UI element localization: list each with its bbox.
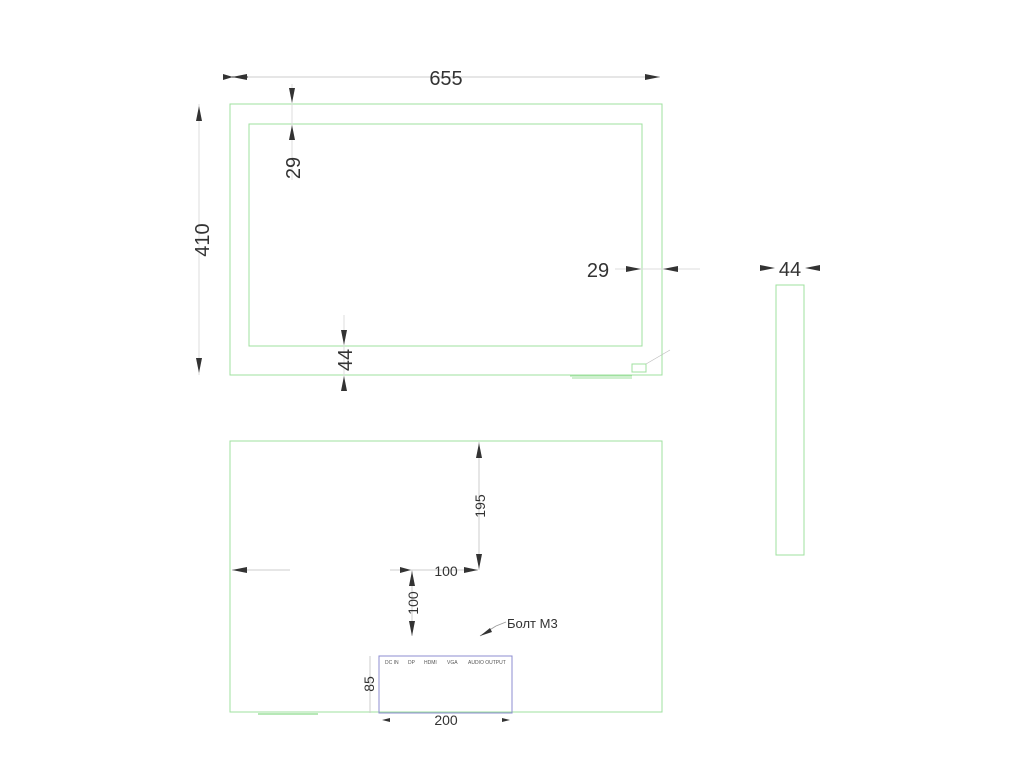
- outer-frame: [229, 103, 663, 376]
- rear-view: 195 100 100 Болт М3 DC IN DP HDMI VGA AU…: [229, 440, 663, 728]
- dim-height: 410: [192, 223, 214, 256]
- dim-bezel-bottom: 44: [335, 349, 357, 371]
- bolt-label: Болт М3: [507, 616, 558, 631]
- dim-depth: 44: [779, 259, 801, 281]
- side-profile: [775, 284, 805, 556]
- dim-mount-horizontal: 100: [434, 563, 458, 579]
- dim-bezel-top: 29: [283, 157, 305, 179]
- port-hdmi: HDMI: [424, 660, 437, 666]
- dim-width: 655: [429, 68, 462, 90]
- dim-bezel-side: 29: [587, 260, 609, 282]
- front-view: 655 410 29 29 44: [192, 68, 700, 391]
- dim-port-width: 200: [434, 712, 458, 728]
- dim-mount-vertical: 100: [405, 591, 421, 615]
- screen-area: [248, 123, 643, 347]
- port-dp: DP: [408, 660, 416, 666]
- port-audio-output: AUDIO OUTPUT: [468, 660, 506, 666]
- port-panel: [378, 655, 513, 714]
- port-dc-in: DC IN: [385, 660, 399, 666]
- rear-frame: [229, 440, 663, 713]
- side-view: 44: [760, 259, 820, 556]
- dim-mount-vertical-offset: 195: [472, 494, 488, 518]
- dim-port-height: 85: [361, 676, 377, 692]
- port-vga: VGA: [447, 660, 458, 666]
